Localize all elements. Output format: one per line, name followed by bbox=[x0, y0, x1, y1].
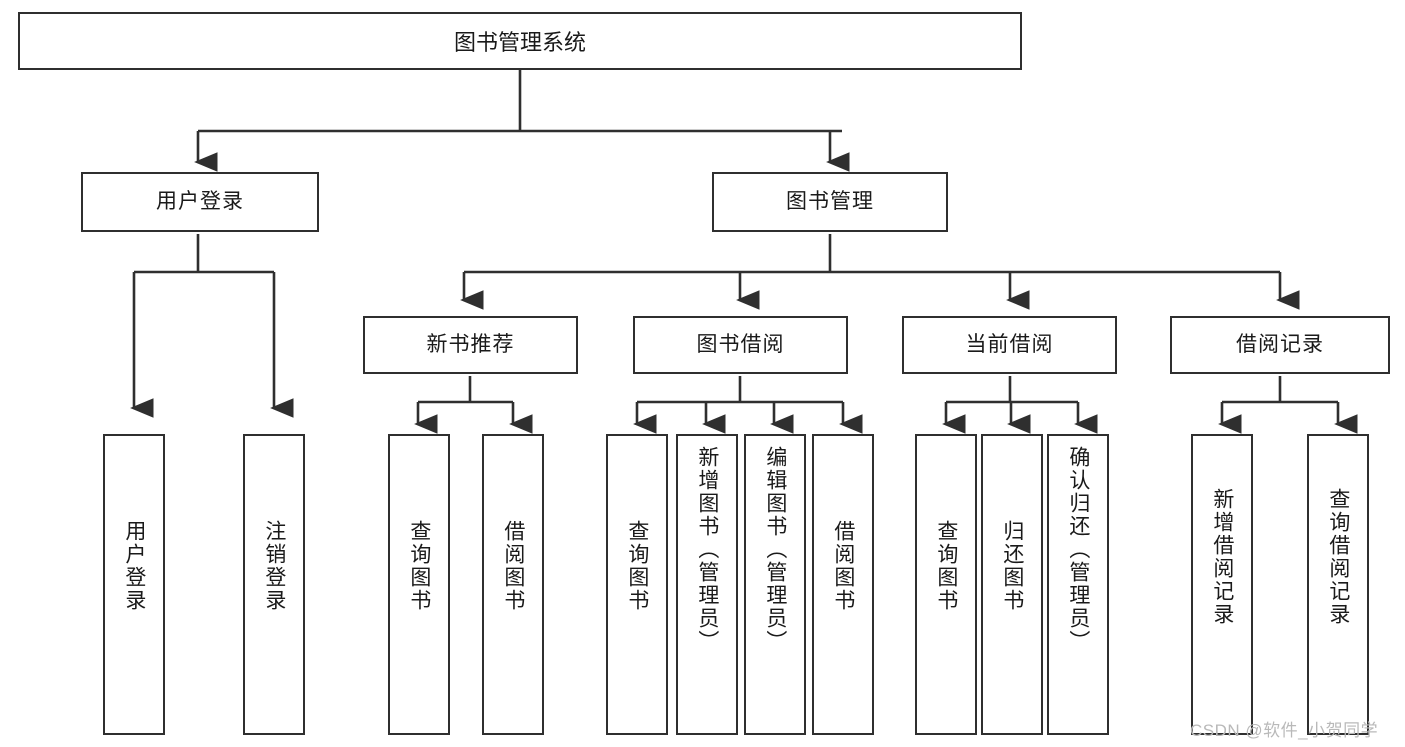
leaf-label: 确认归还（管理员） bbox=[1066, 446, 1090, 653]
leaf-label: 查询图书 bbox=[934, 520, 958, 612]
leaf-return-book[interactable]: 归还图书 bbox=[981, 434, 1043, 735]
leaf-borrow-book-2[interactable]: 借阅图书 bbox=[812, 434, 874, 735]
node-borrow-record[interactable]: 借阅记录 bbox=[1170, 316, 1390, 374]
csdn-watermark: CSDN @软件_小贺同学 bbox=[1190, 721, 1379, 740]
leaf-query-book-3[interactable]: 查询图书 bbox=[915, 434, 977, 735]
node-current-borrow[interactable]: 当前借阅 bbox=[902, 316, 1117, 374]
leaf-add-book[interactable]: 新增图书（管理员） bbox=[676, 434, 738, 735]
node-root-system[interactable]: 图书管理系统 bbox=[18, 12, 1022, 70]
leaf-user-login[interactable]: 用户登录 bbox=[103, 434, 165, 735]
leaf-borrow-book-1[interactable]: 借阅图书 bbox=[482, 434, 544, 735]
leaf-logout-login[interactable]: 注销登录 bbox=[243, 434, 305, 735]
node-book-manage[interactable]: 图书管理 bbox=[712, 172, 948, 232]
node-book-borrow[interactable]: 图书借阅 bbox=[633, 316, 848, 374]
node-new-book-recommend[interactable]: 新书推荐 bbox=[363, 316, 578, 374]
leaf-label: 用户登录 bbox=[122, 520, 146, 612]
leaf-label: 归还图书 bbox=[1000, 520, 1024, 612]
leaf-query-record[interactable]: 查询借阅记录 bbox=[1307, 434, 1369, 735]
leaf-label: 注销登录 bbox=[262, 520, 286, 612]
node-user-login[interactable]: 用户登录 bbox=[81, 172, 319, 232]
leaf-label: 借阅图书 bbox=[831, 520, 855, 612]
leaf-edit-book[interactable]: 编辑图书（管理员） bbox=[744, 434, 806, 735]
leaf-label: 新增图书（管理员） bbox=[695, 446, 719, 653]
leaf-query-book-2[interactable]: 查询图书 bbox=[606, 434, 668, 735]
leaf-label: 查询图书 bbox=[625, 520, 649, 612]
leaf-label: 新增借阅记录 bbox=[1210, 488, 1234, 626]
leaf-add-record[interactable]: 新增借阅记录 bbox=[1191, 434, 1253, 735]
leaf-label: 查询图书 bbox=[407, 520, 431, 612]
leaf-label: 编辑图书（管理员） bbox=[763, 446, 787, 653]
leaf-label: 查询借阅记录 bbox=[1326, 488, 1350, 626]
leaf-confirm-return[interactable]: 确认归还（管理员） bbox=[1047, 434, 1109, 735]
leaf-label: 借阅图书 bbox=[501, 520, 525, 612]
leaf-query-book-1[interactable]: 查询图书 bbox=[388, 434, 450, 735]
